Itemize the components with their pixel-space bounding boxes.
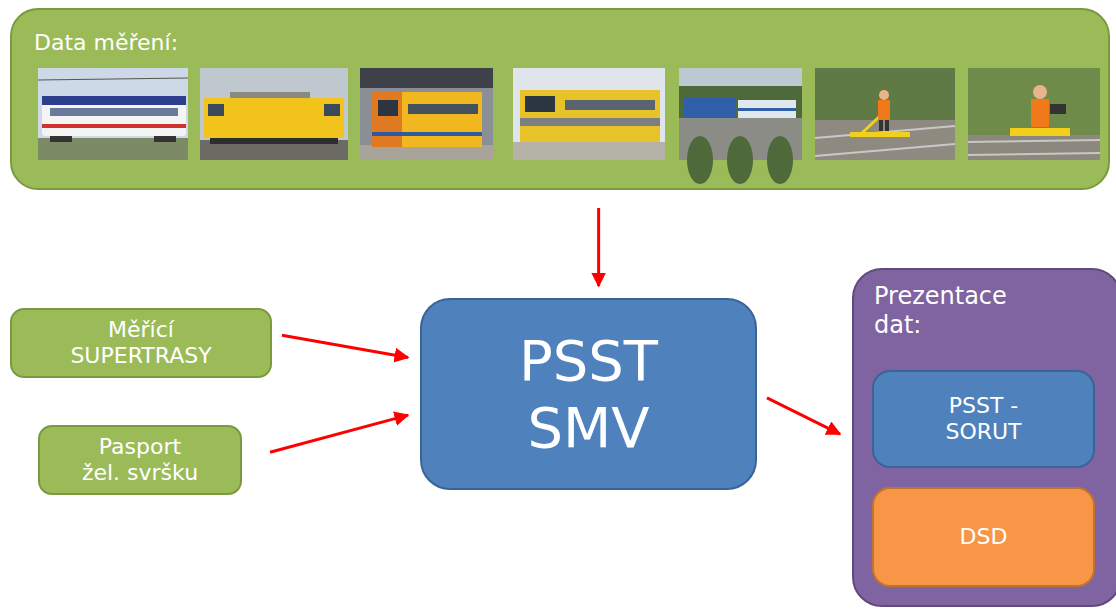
car-bogie — [154, 136, 176, 142]
photo-station — [360, 68, 493, 160]
input-box: Měřící SUPERTRASY — [10, 308, 272, 378]
viaduct-arch — [767, 136, 793, 184]
worker-vest — [878, 100, 890, 120]
flow-arrow — [270, 415, 408, 452]
car-stripe — [738, 108, 796, 111]
photo-trees — [679, 68, 802, 160]
photo-measuring-train — [513, 68, 665, 160]
node-label: Pasport žel. svršku — [80, 434, 201, 487]
worker-head — [1033, 85, 1047, 99]
roof-equipment — [230, 92, 310, 99]
node-label: Měřící SUPERTRASY — [70, 317, 211, 370]
trolley — [1010, 128, 1070, 136]
photo-viaduct-train — [679, 68, 802, 184]
rail — [815, 144, 955, 156]
car-bogie — [50, 136, 72, 142]
photo-ground — [200, 140, 348, 160]
node-label: Prezentace dat: — [874, 282, 1007, 340]
worker-head — [879, 90, 889, 100]
node-label: DSD — [960, 524, 1008, 550]
worker-leg — [885, 120, 889, 131]
flow-arrow — [597, 208, 600, 286]
viaduct-arch — [687, 136, 713, 184]
cab-window — [378, 100, 398, 116]
station-roof — [360, 68, 493, 88]
flow-arrow — [767, 398, 840, 434]
worker-vest — [1031, 99, 1049, 127]
cab-window — [208, 104, 224, 116]
output-panel: Prezentace dat: PSST - SORUT DSD — [852, 268, 1116, 607]
loco-body — [684, 98, 736, 118]
undercarriage — [210, 138, 338, 144]
rail — [815, 126, 955, 138]
photo-grass — [815, 68, 955, 160]
loco-body — [204, 98, 344, 138]
photo-sky — [513, 68, 665, 160]
photo-track-trolley — [815, 68, 955, 160]
train-band — [520, 118, 660, 126]
viaduct-arch — [727, 136, 753, 184]
photo-ground — [38, 138, 188, 160]
viaduct — [679, 118, 802, 160]
platform — [513, 142, 665, 160]
trolley — [850, 132, 910, 137]
flow-arrow — [282, 335, 408, 357]
ballast — [815, 120, 955, 160]
rail — [968, 153, 1100, 155]
trolley-handle — [862, 116, 880, 133]
rail — [968, 140, 1100, 142]
node-label: PSST SMV — [519, 327, 658, 461]
car-body — [42, 100, 186, 136]
unit-body — [372, 92, 482, 147]
cab-window — [324, 104, 340, 116]
photo-measuring-unit — [360, 68, 493, 160]
unit-stripe — [372, 132, 482, 136]
source-panel: Data měření: — [10, 8, 1110, 190]
node-label: PSST - SORUT — [940, 393, 1028, 446]
worker-leg — [879, 120, 883, 131]
photo-sky — [200, 68, 348, 160]
photo-yellow-locomotive — [200, 68, 348, 160]
cab-window — [525, 96, 555, 112]
system-box: PSST SMV — [420, 298, 757, 490]
laptop — [1050, 104, 1066, 114]
photo-track-recorder — [968, 68, 1100, 160]
unit-front — [372, 92, 402, 147]
car-windows — [50, 108, 178, 116]
car-stripe — [42, 124, 186, 128]
output-box: DSD — [872, 487, 1095, 587]
photo-passenger-car — [38, 68, 188, 160]
node-label: Data měření: — [34, 30, 178, 56]
photo-sky — [38, 68, 188, 160]
side-windows — [408, 104, 478, 114]
car-roof — [42, 96, 186, 105]
photo-grass — [968, 68, 1100, 160]
catenary-wire — [38, 78, 188, 80]
input-box: Pasport žel. svršku — [38, 425, 242, 495]
output-box: PSST - SORUT — [872, 370, 1095, 468]
train-body — [520, 90, 660, 142]
photo-sky — [679, 68, 802, 86]
ballast — [968, 135, 1100, 160]
side-windows — [565, 100, 655, 110]
car-body — [738, 100, 796, 118]
platform — [360, 145, 493, 160]
